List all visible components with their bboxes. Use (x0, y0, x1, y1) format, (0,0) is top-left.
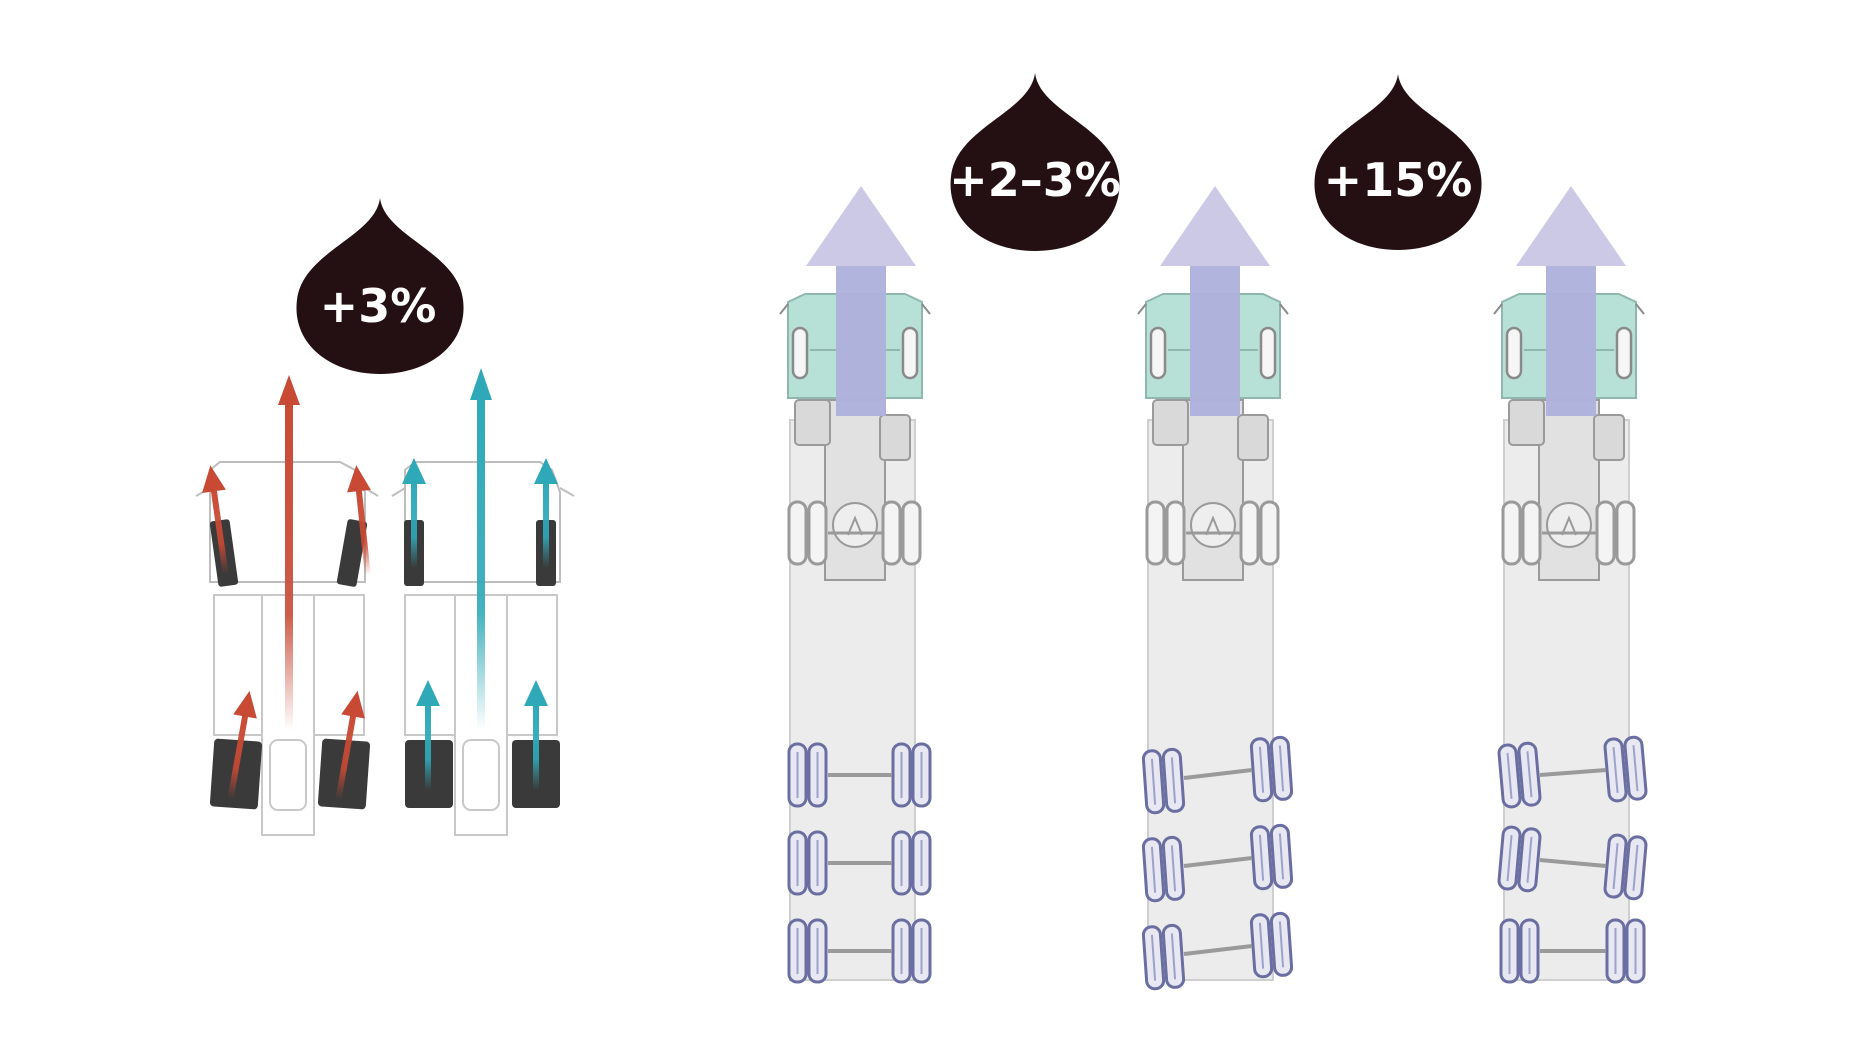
rig-aligned (780, 186, 932, 984)
fuel-drop-icon: +3% (296, 198, 464, 374)
badge-right-label: +15% (1324, 153, 1473, 207)
badge-middle-label: +2–3% (949, 153, 1121, 207)
rig-strong-misalignment (1494, 186, 1649, 984)
truck-misaligned (195, 375, 380, 836)
left-truck-comparison: +3% (195, 198, 575, 836)
tire-icon (336, 519, 368, 587)
truck-aligned (391, 368, 575, 836)
direction-arrow-icon (278, 375, 300, 405)
fuel-drop-icon: +2–3% (949, 73, 1121, 251)
badge-left-label: +3% (320, 279, 437, 333)
rig-slight-misalignment (1138, 186, 1294, 991)
direction-arrow-icon (470, 368, 492, 400)
fuel-drop-icon: +15% (1314, 74, 1482, 250)
